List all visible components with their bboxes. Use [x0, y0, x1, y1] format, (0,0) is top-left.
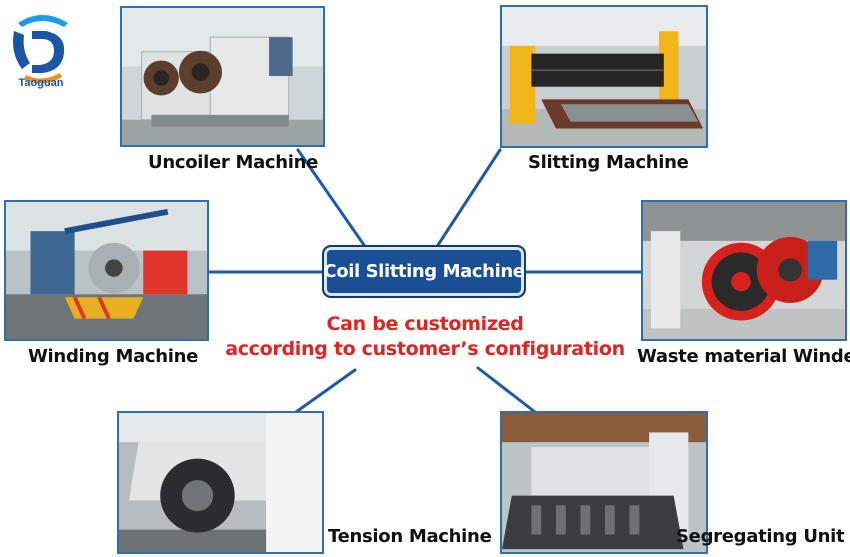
slitting-machine-label: Slitting Machine [528, 152, 689, 173]
waste-material-winder-label: Waste material Winder [637, 346, 850, 367]
connector-slitting [436, 148, 502, 247]
uncoiler-machine-photo [120, 6, 325, 147]
taoguan-logo [13, 15, 68, 84]
center-title: Coil Slitting Machine [323, 261, 525, 282]
connector-tension [294, 368, 357, 414]
winding-machine-label: Winding Machine [28, 346, 199, 367]
logo-text: Taoguan [18, 77, 64, 89]
connector-uncoiler [296, 148, 366, 247]
segregating-unit-photo [500, 411, 708, 554]
coil-slitting-machine-box: Coil Slitting Machine [322, 245, 526, 298]
customization-note-line2: according to customer’s configuration [225, 338, 625, 360]
tension-machine-photo [117, 411, 324, 554]
tension-machine-label: Tension Machine [328, 526, 492, 547]
connector-segregating [476, 366, 537, 414]
segregating-unit-label: Segregating Unit [676, 526, 845, 547]
slitting-machine-photo [500, 5, 708, 148]
customization-note-line1: Can be customized [326, 313, 524, 335]
winding-machine-photo [4, 200, 209, 341]
uncoiler-machine-label: Uncoiler Machine [148, 152, 319, 173]
waste-material-winder-photo [641, 200, 847, 341]
